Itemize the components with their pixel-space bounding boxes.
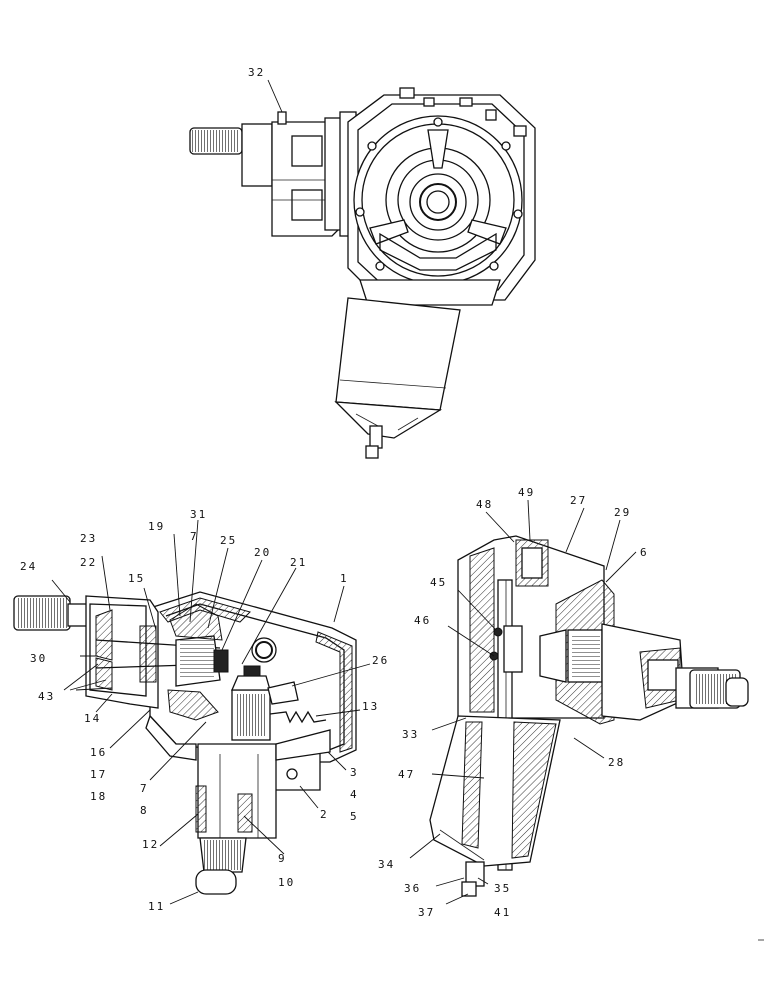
callout-20: 20 — [254, 546, 271, 559]
callout-17: 17 — [90, 768, 107, 781]
top-assembly-view: 32 — [189, 66, 536, 459]
callout-45: 45 — [430, 576, 447, 589]
callout-25: 25 — [220, 534, 237, 547]
callout-24: 24 — [20, 560, 37, 573]
callout-5: 5 — [350, 810, 359, 823]
callout-33: 33 — [402, 728, 419, 741]
callout-9: 9 — [278, 852, 287, 865]
callout-47: 47 — [398, 768, 415, 781]
callout-26: 26 — [372, 654, 389, 667]
callout-1: 1 — [340, 572, 349, 585]
callout-36: 36 — [404, 882, 421, 895]
callout-48: 48 — [476, 498, 493, 511]
callout-41: 41 — [494, 906, 511, 919]
callout-6: 6 — [640, 546, 649, 559]
callout-28: 28 — [608, 756, 625, 769]
callout-7b: 7 — [140, 782, 149, 795]
callout-3: 3 — [350, 766, 359, 779]
callout-23: 23 — [80, 532, 97, 545]
left-output-shaft — [195, 869, 237, 895]
callout-2: 2 — [320, 808, 329, 821]
callout-10: 10 — [278, 876, 295, 889]
callout-32: 32 — [248, 66, 265, 79]
callout-43: 43 — [38, 690, 55, 703]
callout-31: 31 — [190, 508, 207, 521]
callout-49: 49 — [518, 486, 535, 499]
callout-35: 35 — [494, 882, 511, 895]
callout-13: 13 — [362, 700, 379, 713]
top-reservoir-cylinder — [335, 297, 461, 411]
callout-4: 4 — [350, 788, 359, 801]
callout-15: 15 — [128, 572, 145, 585]
callout-8: 8 — [140, 804, 149, 817]
callout-21: 21 — [290, 556, 307, 569]
callout-19: 19 — [148, 520, 165, 533]
callout-7a: 7 — [190, 530, 199, 543]
callout-29: 29 — [614, 506, 631, 519]
callout-11: 11 — [148, 900, 165, 913]
callout-22: 22 — [80, 556, 97, 569]
callout-12: 12 — [142, 838, 159, 851]
left-section-view: 24 23 22 15 19 31 7 25 20 21 1 26 13 3 4… — [13, 508, 389, 913]
callout-34: 34 — [378, 858, 395, 871]
callout-37: 37 — [418, 906, 435, 919]
callout-46: 46 — [414, 614, 431, 627]
callout-27: 27 — [570, 494, 587, 507]
left-ring-gear — [169, 603, 223, 641]
callout-18: 18 — [90, 790, 107, 803]
callout-14: 14 — [84, 712, 101, 725]
callout-30: 30 — [30, 652, 47, 665]
callout-16: 16 — [90, 746, 107, 759]
right-section-view: 48 49 27 29 6 45 46 33 47 28 34 36 35 37… — [378, 486, 749, 919]
top-shaft-housing — [241, 123, 273, 187]
